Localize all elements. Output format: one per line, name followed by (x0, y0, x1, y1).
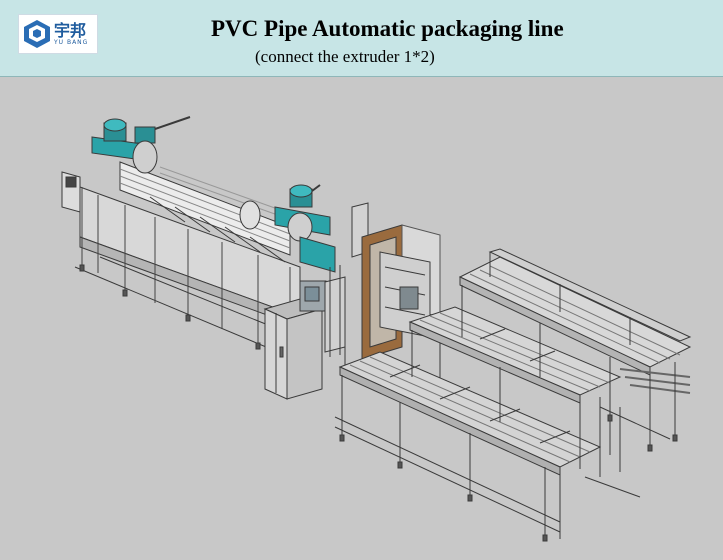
rear-conveyor-table (458, 248, 692, 452)
right-support-frame (584, 397, 641, 498)
company-logo: 宇邦 YU BANG (18, 14, 98, 54)
logo-cube-icon (24, 20, 50, 48)
haul-off-unit (61, 161, 311, 362)
header-banner: 宇邦 YU BANG PVC Pipe Automatic packaging … (0, 0, 723, 77)
teal-drive-motor-left (91, 116, 191, 174)
stacking-unit (344, 224, 441, 397)
packaging-line-illustration (61, 116, 692, 542)
logo-chinese-text: 宇邦 (54, 20, 87, 40)
logo-english-text: YU BANG (54, 38, 89, 46)
front-conveyor-table (334, 351, 602, 542)
teal-drive-motor-right (239, 184, 336, 273)
page-title: PVC Pipe Automatic packaging line (211, 16, 564, 41)
machine-drawing (0, 77, 723, 560)
page-subtitle: (connect the extruder 1*2) (255, 47, 435, 66)
